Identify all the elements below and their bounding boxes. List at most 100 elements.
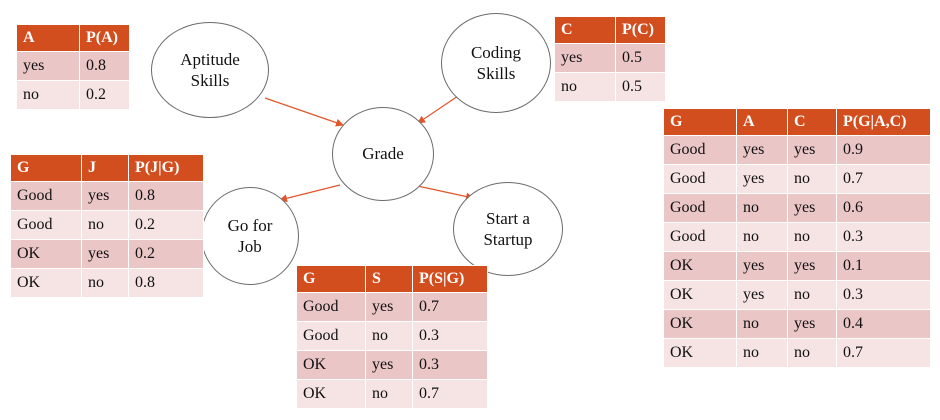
node-coding-skills: Coding Skills	[441, 13, 551, 113]
cpt-grade: G A C P(G|A,C) Good yes yes 0.9 Good yes…	[663, 108, 931, 368]
table-row: Good no no 0.3	[663, 222, 931, 252]
cpt-g-cell: no	[736, 193, 788, 223]
cpt-j-cell: no	[81, 210, 129, 240]
node-grade: Grade	[332, 107, 434, 201]
cpt-j-header-pjg: P(J|G)	[128, 154, 204, 182]
cpt-c-cell: 0.5	[615, 43, 666, 73]
table-row: Good yes yes 0.9	[663, 135, 931, 165]
edge-coding-grade	[417, 95, 459, 124]
cpt-j-cell: 0.2	[128, 210, 204, 240]
node-start-startup: Start a Startup	[453, 182, 563, 276]
cpt-g-cell: 0.1	[836, 251, 931, 281]
cpt-s-cell: Good	[296, 292, 366, 322]
cpt-j-cell: yes	[81, 181, 129, 211]
table-row: no 0.5	[554, 72, 666, 102]
cpt-g-cell: yes	[736, 164, 788, 194]
cpt-j-cell: OK	[10, 239, 82, 269]
table-row: Good yes no 0.7	[663, 164, 931, 194]
cpt-coding: C P(C) yes 0.5 no 0.5	[554, 16, 666, 102]
edge-aptitude-grade	[264, 97, 344, 127]
cpt-g-cell: no	[787, 164, 837, 194]
cpt-j-cell: no	[81, 268, 129, 298]
cpt-a-header-pa: P(A)	[79, 24, 130, 52]
cpt-j-cell: 0.2	[128, 239, 204, 269]
cpt-j-header-g: G	[10, 154, 82, 182]
cpt-g-cell: 0.3	[836, 280, 931, 310]
node-aptitude-skills: Aptitude Skills	[151, 22, 269, 118]
cpt-g-cell: yes	[787, 193, 837, 223]
cpt-a-cell: 0.2	[79, 80, 130, 110]
cpt-j-cell: 0.8	[128, 268, 204, 298]
cpt-g-cell: yes	[787, 135, 837, 165]
table-row: Good no yes 0.6	[663, 193, 931, 223]
cpt-g-cell: OK	[663, 309, 737, 339]
cpt-g-cell: no	[736, 338, 788, 368]
cpt-g-cell: no	[787, 280, 837, 310]
cpt-g-cell: 0.6	[836, 193, 931, 223]
cpt-j-cell: 0.8	[128, 181, 204, 211]
table-row: OK yes no 0.3	[663, 280, 931, 310]
cpt-s-cell: yes	[365, 350, 413, 380]
edge-grade-job	[279, 184, 341, 203]
table-row: OK yes yes 0.1	[663, 251, 931, 281]
cpt-g-cell: 0.7	[836, 338, 931, 368]
cpt-j-cell: OK	[10, 268, 82, 298]
cpt-a-cell: yes	[16, 51, 80, 81]
table-row: Good yes 0.7	[296, 292, 488, 322]
cpt-a-cell: 0.8	[79, 51, 130, 81]
cpt-g-cell: Good	[663, 135, 737, 165]
table-row: Good yes 0.8	[10, 181, 204, 211]
cpt-s-header-g: G	[296, 265, 366, 293]
cpt-g-cell: OK	[663, 251, 737, 281]
cpt-startup: G S P(S|G) Good yes 0.7 Good no 0.3 OK y…	[296, 265, 488, 409]
cpt-j-cell: yes	[81, 239, 129, 269]
table-row: yes 0.5	[554, 43, 666, 73]
cpt-c-header-pc: P(C)	[615, 16, 666, 44]
cpt-g-cell: 0.4	[836, 309, 931, 339]
cpt-g-header-c: C	[787, 108, 837, 136]
cpt-s-cell: OK	[296, 379, 366, 409]
cpt-aptitude: A P(A) yes 0.8 no 0.2	[16, 24, 130, 110]
cpt-g-cell: yes	[736, 280, 788, 310]
cpt-job: G J P(J|G) Good yes 0.8 Good no 0.2 OK y…	[10, 154, 204, 298]
cpt-j-cell: Good	[10, 181, 82, 211]
cpt-g-cell: no	[736, 222, 788, 252]
cpt-s-header-s: S	[365, 265, 413, 293]
cpt-c-cell: yes	[554, 43, 616, 73]
cpt-g-cell: Good	[663, 193, 737, 223]
edge-grade-startup	[412, 184, 474, 201]
table-row: OK no no 0.7	[663, 338, 931, 368]
table-row: Good no 0.2	[10, 210, 204, 240]
cpt-s-cell: 0.7	[412, 292, 488, 322]
cpt-g-cell: yes	[736, 251, 788, 281]
cpt-g-header-g: G	[663, 108, 737, 136]
node-job-label: Go for Job	[227, 215, 273, 256]
cpt-s-cell: Good	[296, 321, 366, 351]
cpt-s-header-psg: P(S|G)	[412, 265, 488, 293]
cpt-g-cell: Good	[663, 222, 737, 252]
cpt-g-cell: yes	[787, 251, 837, 281]
cpt-g-cell: no	[787, 222, 837, 252]
table-row: OK no 0.7	[296, 379, 488, 409]
cpt-g-cell: OK	[663, 338, 737, 368]
node-startup-label: Start a Startup	[483, 208, 533, 249]
node-aptitude-label: Aptitude Skills	[180, 49, 240, 90]
cpt-s-cell: 0.3	[412, 321, 488, 351]
cpt-a-cell: no	[16, 80, 80, 110]
cpt-g-cell: 0.9	[836, 135, 931, 165]
cpt-c-header-c: C	[554, 16, 616, 44]
node-grade-label: Grade	[362, 144, 404, 164]
cpt-g-cell: Good	[663, 164, 737, 194]
table-row: yes 0.8	[16, 51, 130, 81]
cpt-c-cell: no	[554, 72, 616, 102]
cpt-j-cell: Good	[10, 210, 82, 240]
table-row: OK yes 0.2	[10, 239, 204, 269]
cpt-g-header-a: A	[736, 108, 788, 136]
cpt-g-header-pgac: P(G|A,C)	[836, 108, 931, 136]
cpt-g-cell: OK	[663, 280, 737, 310]
table-row: Good no 0.3	[296, 321, 488, 351]
cpt-s-cell: OK	[296, 350, 366, 380]
cpt-s-cell: no	[365, 379, 413, 409]
cpt-s-cell: no	[365, 321, 413, 351]
